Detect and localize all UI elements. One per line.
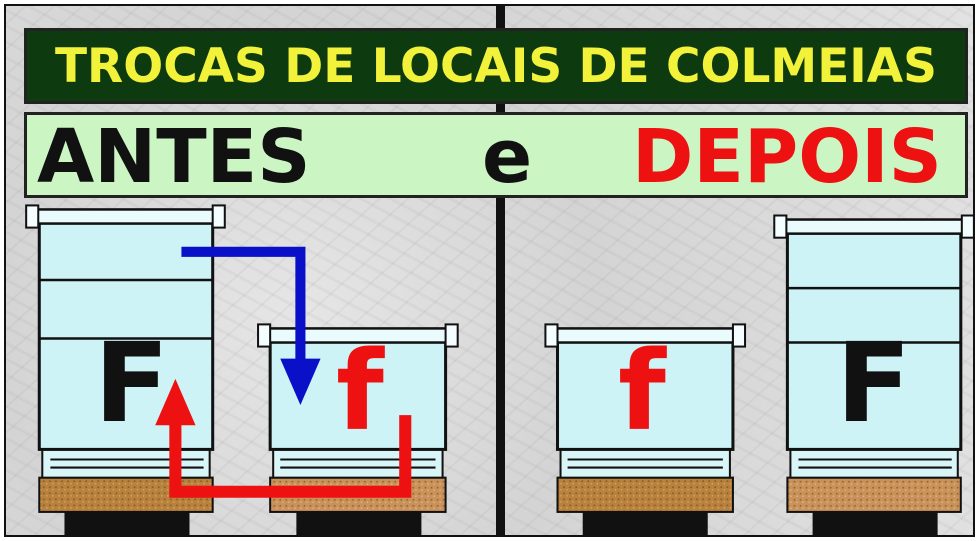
stand-before-strong — [64, 511, 190, 535]
stand-after-weak — [582, 511, 708, 535]
stand-after-strong — [812, 511, 938, 535]
hive-label-before-strong: F — [94, 319, 170, 447]
bottom-board-after-weak — [559, 448, 731, 479]
bottom-board-before-strong — [41, 448, 211, 479]
hive-label-after-weak: f — [618, 327, 666, 455]
hive-label-before-weak: f — [336, 327, 384, 455]
conjunction-label: e — [482, 114, 533, 200]
before-label: ANTES — [37, 114, 311, 200]
hive-label-after-strong: F — [836, 319, 912, 447]
diagram-frame: F f f F TROCAS DE LOCAIS DE COLMEIAS ANT… — [4, 4, 975, 537]
page-title: TROCAS DE LOCAIS DE COLMEIAS — [54, 38, 938, 94]
center-divider — [496, 6, 505, 535]
hive-scene — [25, 204, 973, 535]
box-after-strong — [785, 230, 963, 451]
subtitle-banner: ANTES e DEPOIS — [24, 112, 968, 198]
base-after-weak — [556, 476, 734, 513]
after-label: DEPOIS — [632, 114, 942, 200]
blue-arrow — [181, 246, 321, 406]
base-after-strong — [786, 476, 962, 513]
lid-after-strong — [775, 218, 973, 235]
hive-after-strong — [773, 214, 973, 535]
box-after-weak — [555, 336, 735, 451]
lid-before-strong — [26, 208, 226, 225]
bottom-board-after-strong — [789, 448, 959, 479]
title-banner: TROCAS DE LOCAIS DE COLMEIAS — [24, 28, 968, 104]
stand-before-weak — [296, 511, 422, 535]
hive-after-weak — [544, 323, 747, 535]
red-arrow — [155, 378, 412, 498]
